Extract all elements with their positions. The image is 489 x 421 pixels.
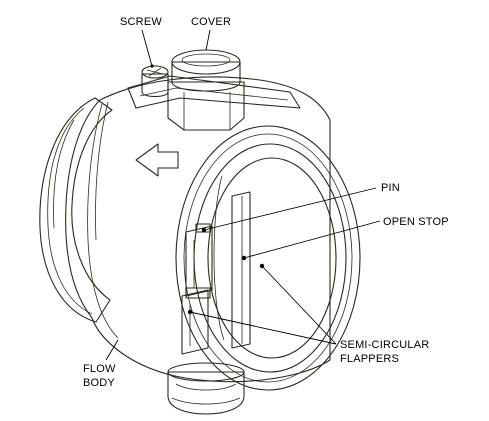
label-cover: COVER: [191, 16, 231, 28]
leader-dots: [150, 64, 265, 315]
label-flow: FLOW: [83, 363, 116, 375]
top-bracket: [127, 75, 301, 109]
cover-leader: [205, 29, 211, 51]
rear-flange: [39, 97, 113, 323]
flow-direction-arrow-icon: [135, 143, 179, 177]
front-flange: [175, 125, 361, 391]
label-pin: PIN: [381, 182, 400, 194]
label-semi-circular: SEMI-CIRCULAR: [340, 339, 429, 351]
flapper-leader-lower: [189, 311, 337, 345]
flapper-dot-upper: [259, 263, 265, 269]
open-stop-dot: [241, 255, 247, 261]
flapper-dot-lower: [187, 309, 193, 315]
labels: SCREW COVER PIN OPEN STOP SEMI-CIRCULAR …: [83, 16, 449, 389]
label-screw: SCREW: [120, 16, 162, 28]
cover: [167, 49, 245, 131]
open-stop-leader: [243, 220, 381, 259]
label-open-stop: OPEN STOP: [383, 216, 449, 228]
label-flappers: FLAPPERS: [340, 353, 399, 365]
flapper-leader-upper: [261, 265, 337, 345]
flow-body-shell: [65, 76, 331, 383]
flow-body-leader: [105, 339, 119, 361]
pin-dot: [201, 227, 207, 233]
pin: [185, 223, 211, 299]
label-body: BODY: [83, 377, 115, 389]
screw: [141, 65, 169, 98]
screw-dot: [150, 64, 154, 68]
screw-leader: [141, 29, 153, 67]
leader-lines: [105, 29, 381, 361]
bottom-fitting: [167, 362, 245, 415]
pin-leader: [203, 187, 377, 231]
